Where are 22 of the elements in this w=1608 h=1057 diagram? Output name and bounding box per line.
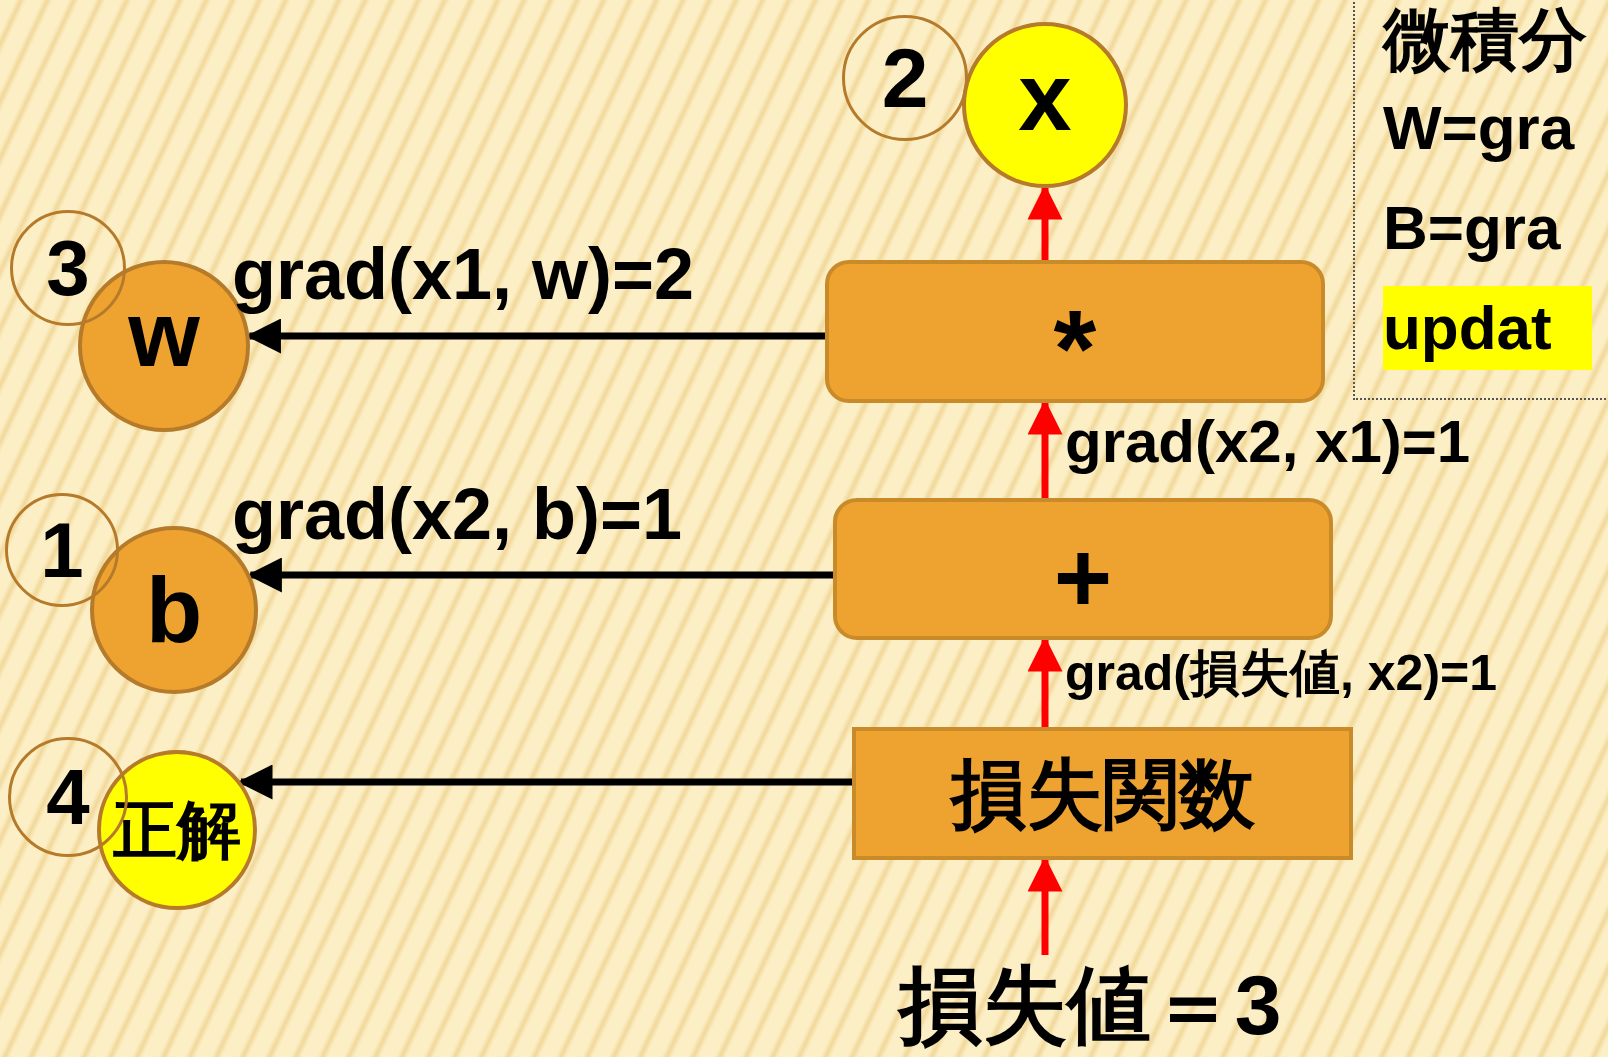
- loss-value-text: 損失値＝3: [898, 963, 1282, 1047]
- add-node: [833, 498, 1333, 640]
- multiply-node: [825, 260, 1325, 403]
- notes-panel: [1353, 0, 1608, 400]
- loss-function-node: [852, 727, 1353, 860]
- node-label: x: [1018, 49, 1072, 145]
- node-label: B=gra: [1383, 192, 1561, 264]
- node-label: 微積分: [1383, 0, 1587, 78]
- node-label: 正解: [113, 798, 241, 862]
- edge-label: grad(x2, x1)=1: [1065, 412, 1471, 472]
- node-label: 2: [881, 36, 929, 120]
- node-label: updat: [1383, 286, 1592, 370]
- node-label: 損失関数: [950, 755, 1255, 832]
- node-label: +: [1053, 527, 1113, 627]
- edge-label: grad(損失値, x2)=1: [1065, 648, 1498, 698]
- node-label: 1: [40, 511, 84, 589]
- node-label: *: [1053, 292, 1097, 403]
- node-label: 3: [46, 229, 90, 307]
- node-label: W=gra: [1383, 92, 1575, 164]
- node-label: 4: [46, 758, 90, 836]
- node-label: b: [145, 564, 203, 656]
- node-label: w: [128, 288, 200, 380]
